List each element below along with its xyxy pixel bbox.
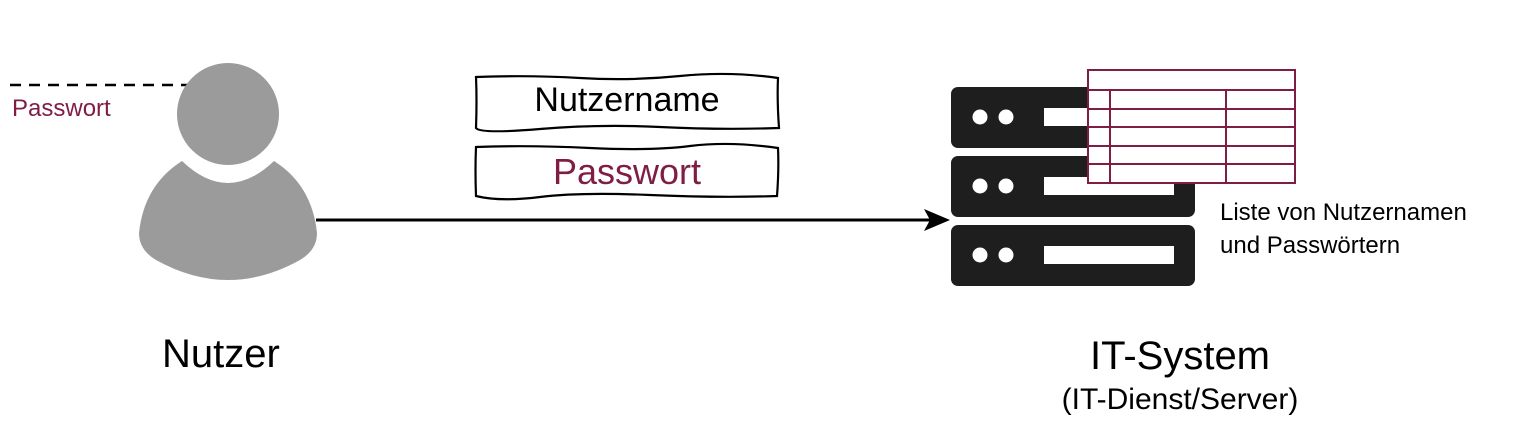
memorized-password-label: Passwort	[12, 95, 111, 122]
arrow-right-icon	[316, 209, 950, 231]
password-box-border	[474, 142, 780, 201]
username-box-border	[474, 72, 781, 133]
server-label: IT-System	[1089, 334, 1271, 378]
person-icon	[139, 63, 317, 280]
server-sublabel: (IT-Dienst/Server)	[1061, 383, 1299, 416]
password-field: Passwort	[552, 151, 702, 192]
table-caption-line2: und Passwörtern	[1220, 232, 1401, 259]
table-icon	[1087, 69, 1296, 184]
table-caption-line1: Liste von Nutzernamen	[1220, 199, 1467, 226]
user-label: Nutzer	[162, 332, 280, 376]
username-field: Nutzername	[534, 81, 720, 119]
